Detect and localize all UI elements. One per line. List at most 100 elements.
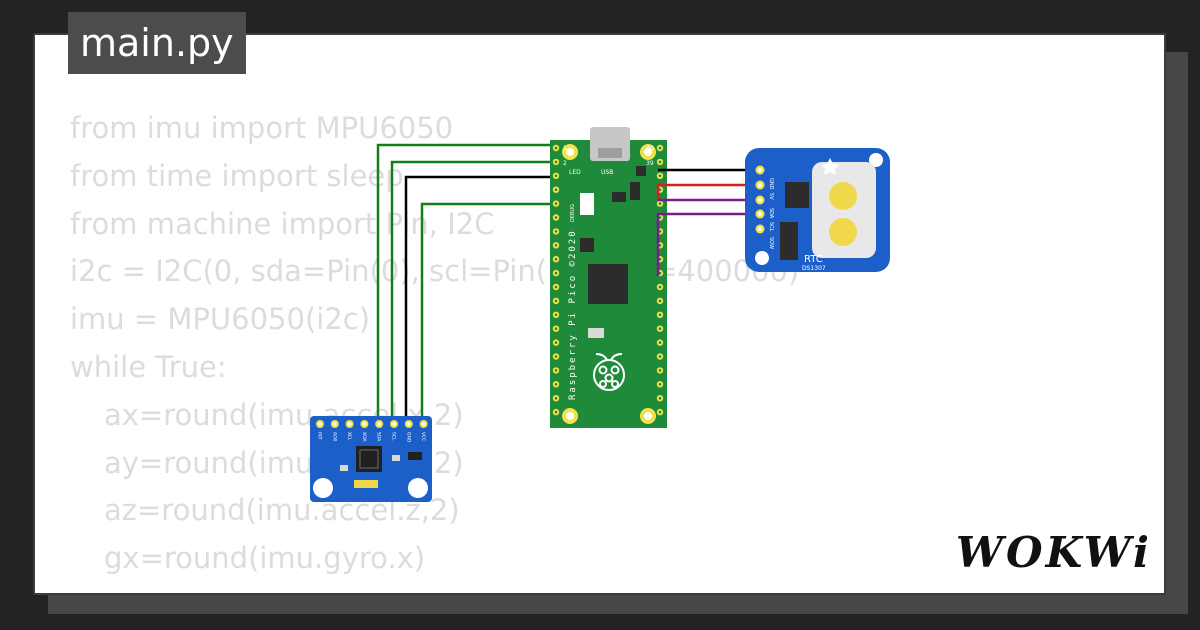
pico-pin-hole [554, 383, 558, 386]
pico-pin-hole [658, 299, 662, 303]
mpu-pin-hole [347, 422, 352, 426]
pico-pin-hole [554, 202, 558, 205]
mpu-pin-hole [333, 422, 337, 426]
wires-left [376, 143, 560, 425]
wire-gnd [404, 175, 560, 425]
mpu6050-module: INT AD0 XCL XDA SDA SCL GND VCC [310, 416, 432, 502]
rtc-model: DS1307 [802, 265, 826, 272]
code-line: from imu import MPU6050 [70, 111, 454, 145]
bootsel-button [588, 328, 604, 338]
code-line: while True: [70, 349, 227, 384]
mpu-pin-label: GND [405, 432, 411, 443]
pico-pin-hole [554, 230, 558, 233]
pico-pin-hole [554, 244, 558, 247]
pico-pin-hole [658, 146, 662, 150]
pico-pin-hole [658, 355, 662, 358]
code-line: gx=round(imu.gyro.x) [104, 541, 426, 576]
mount-hole [755, 251, 769, 265]
pico-debug-label: DEBUG [570, 204, 576, 222]
mpu-pin-label: SDA [376, 432, 382, 442]
mpu-pin-hole [362, 422, 367, 426]
pico-pin-hole [554, 327, 558, 331]
pico-pin-hole [658, 174, 662, 178]
file-tab[interactable]: main.py [68, 12, 246, 74]
rtc-pin-label: SCL [768, 222, 774, 232]
pico-pin-hole [658, 188, 662, 191]
wire-vcc [420, 202, 560, 425]
pico-led-label: LED [569, 169, 581, 176]
mpu-pin-label: VCC [420, 432, 426, 441]
pico-pin-hole [554, 146, 558, 150]
wire-rtc-5v [656, 183, 758, 200]
mpu-pin-label: INT [317, 432, 323, 440]
pico-pins-left [552, 144, 560, 416]
rtc-pin-label: SDA [768, 208, 774, 219]
mpu-pin-label: SCL [391, 432, 397, 441]
file-tab-label: main.py [80, 21, 234, 65]
pico-pin-39-label: 39 [646, 160, 654, 167]
pico-pin-hole [658, 341, 662, 344]
code-line: from machine import Pin, I2C [70, 206, 495, 241]
raspberry-logo-icon [593, 353, 625, 391]
pico-pin-hole [658, 396, 662, 400]
pico-pin-hole [554, 410, 558, 414]
mpu-pin-label: AD0 [331, 432, 337, 442]
debug-header [580, 193, 594, 215]
rtc-title: RTC [804, 254, 823, 265]
pico-pin-hole [658, 257, 662, 261]
pico-pin-hole [554, 341, 558, 344]
wires-right [656, 168, 758, 276]
pico-pin-hole [554, 313, 558, 317]
wire-sda [376, 143, 560, 425]
pico-pin-hole [658, 369, 662, 372]
pico-pin-hole [554, 160, 558, 164]
mpu-pin-hole [318, 422, 322, 426]
battery-holder-icon [812, 162, 876, 258]
pico-pin-hole [658, 244, 662, 247]
pico-pin-hole [554, 396, 558, 400]
crystal [780, 222, 798, 260]
pico-board-text: Raspberry Pi Pico ©2020 [568, 229, 578, 400]
wire-rtc-scl [656, 212, 758, 276]
mpu-pin-hole [421, 422, 426, 426]
pico-pin-hole [554, 216, 558, 219]
pico-pin-hole [554, 257, 558, 261]
pico-pin-2-label: 2 [563, 160, 567, 167]
pico-pin-40-label: 40 [646, 145, 654, 152]
mpu-pin-hole [407, 422, 411, 426]
pico-usb-label: USB [601, 169, 613, 176]
pico-pin-hole [658, 285, 662, 289]
pico-pin-hole [554, 355, 558, 358]
pico-pin-hole [554, 299, 558, 303]
pico-pin-hole [554, 369, 558, 372]
mpu-pin-label: XCL [346, 432, 352, 441]
code-line: imu = MPU6050(i2c) [70, 302, 371, 337]
mpu-pin-pads: INT AD0 XCL XDA SDA SCL GND VCC [316, 420, 428, 443]
pico-pin-hole [658, 160, 662, 164]
pico-pin-hole [658, 327, 662, 331]
mount-hole [313, 478, 333, 498]
pico-pin-hole [554, 285, 558, 289]
pico-pin-hole [658, 202, 662, 205]
pico-pin-hole [554, 174, 558, 178]
rtc-pin-label: 5V [768, 193, 774, 200]
mount-hole [869, 153, 883, 167]
pico-pin-hole [554, 271, 558, 275]
wokwi-logo: WOKWi [955, 528, 1152, 577]
ds1307-chip [785, 182, 809, 208]
mount-hole [408, 478, 428, 498]
rtc-pin-pads [755, 165, 765, 234]
pico-pin-hole [658, 271, 662, 275]
mpu-pin-hole [377, 422, 382, 426]
pico-board: Raspberry Pi Pico ©2020 USB LED DEBUG 1 … [550, 127, 667, 428]
mpu-pin-label: XDA [361, 432, 367, 442]
mpu-pin-hole [392, 422, 396, 426]
adafruit-logo-icon [821, 158, 839, 175]
pico-pin-hole [658, 383, 662, 386]
pico-pin-hole [658, 230, 662, 233]
rtc-pin-label: SQW [768, 237, 774, 249]
pico-pin-hole [658, 216, 662, 219]
